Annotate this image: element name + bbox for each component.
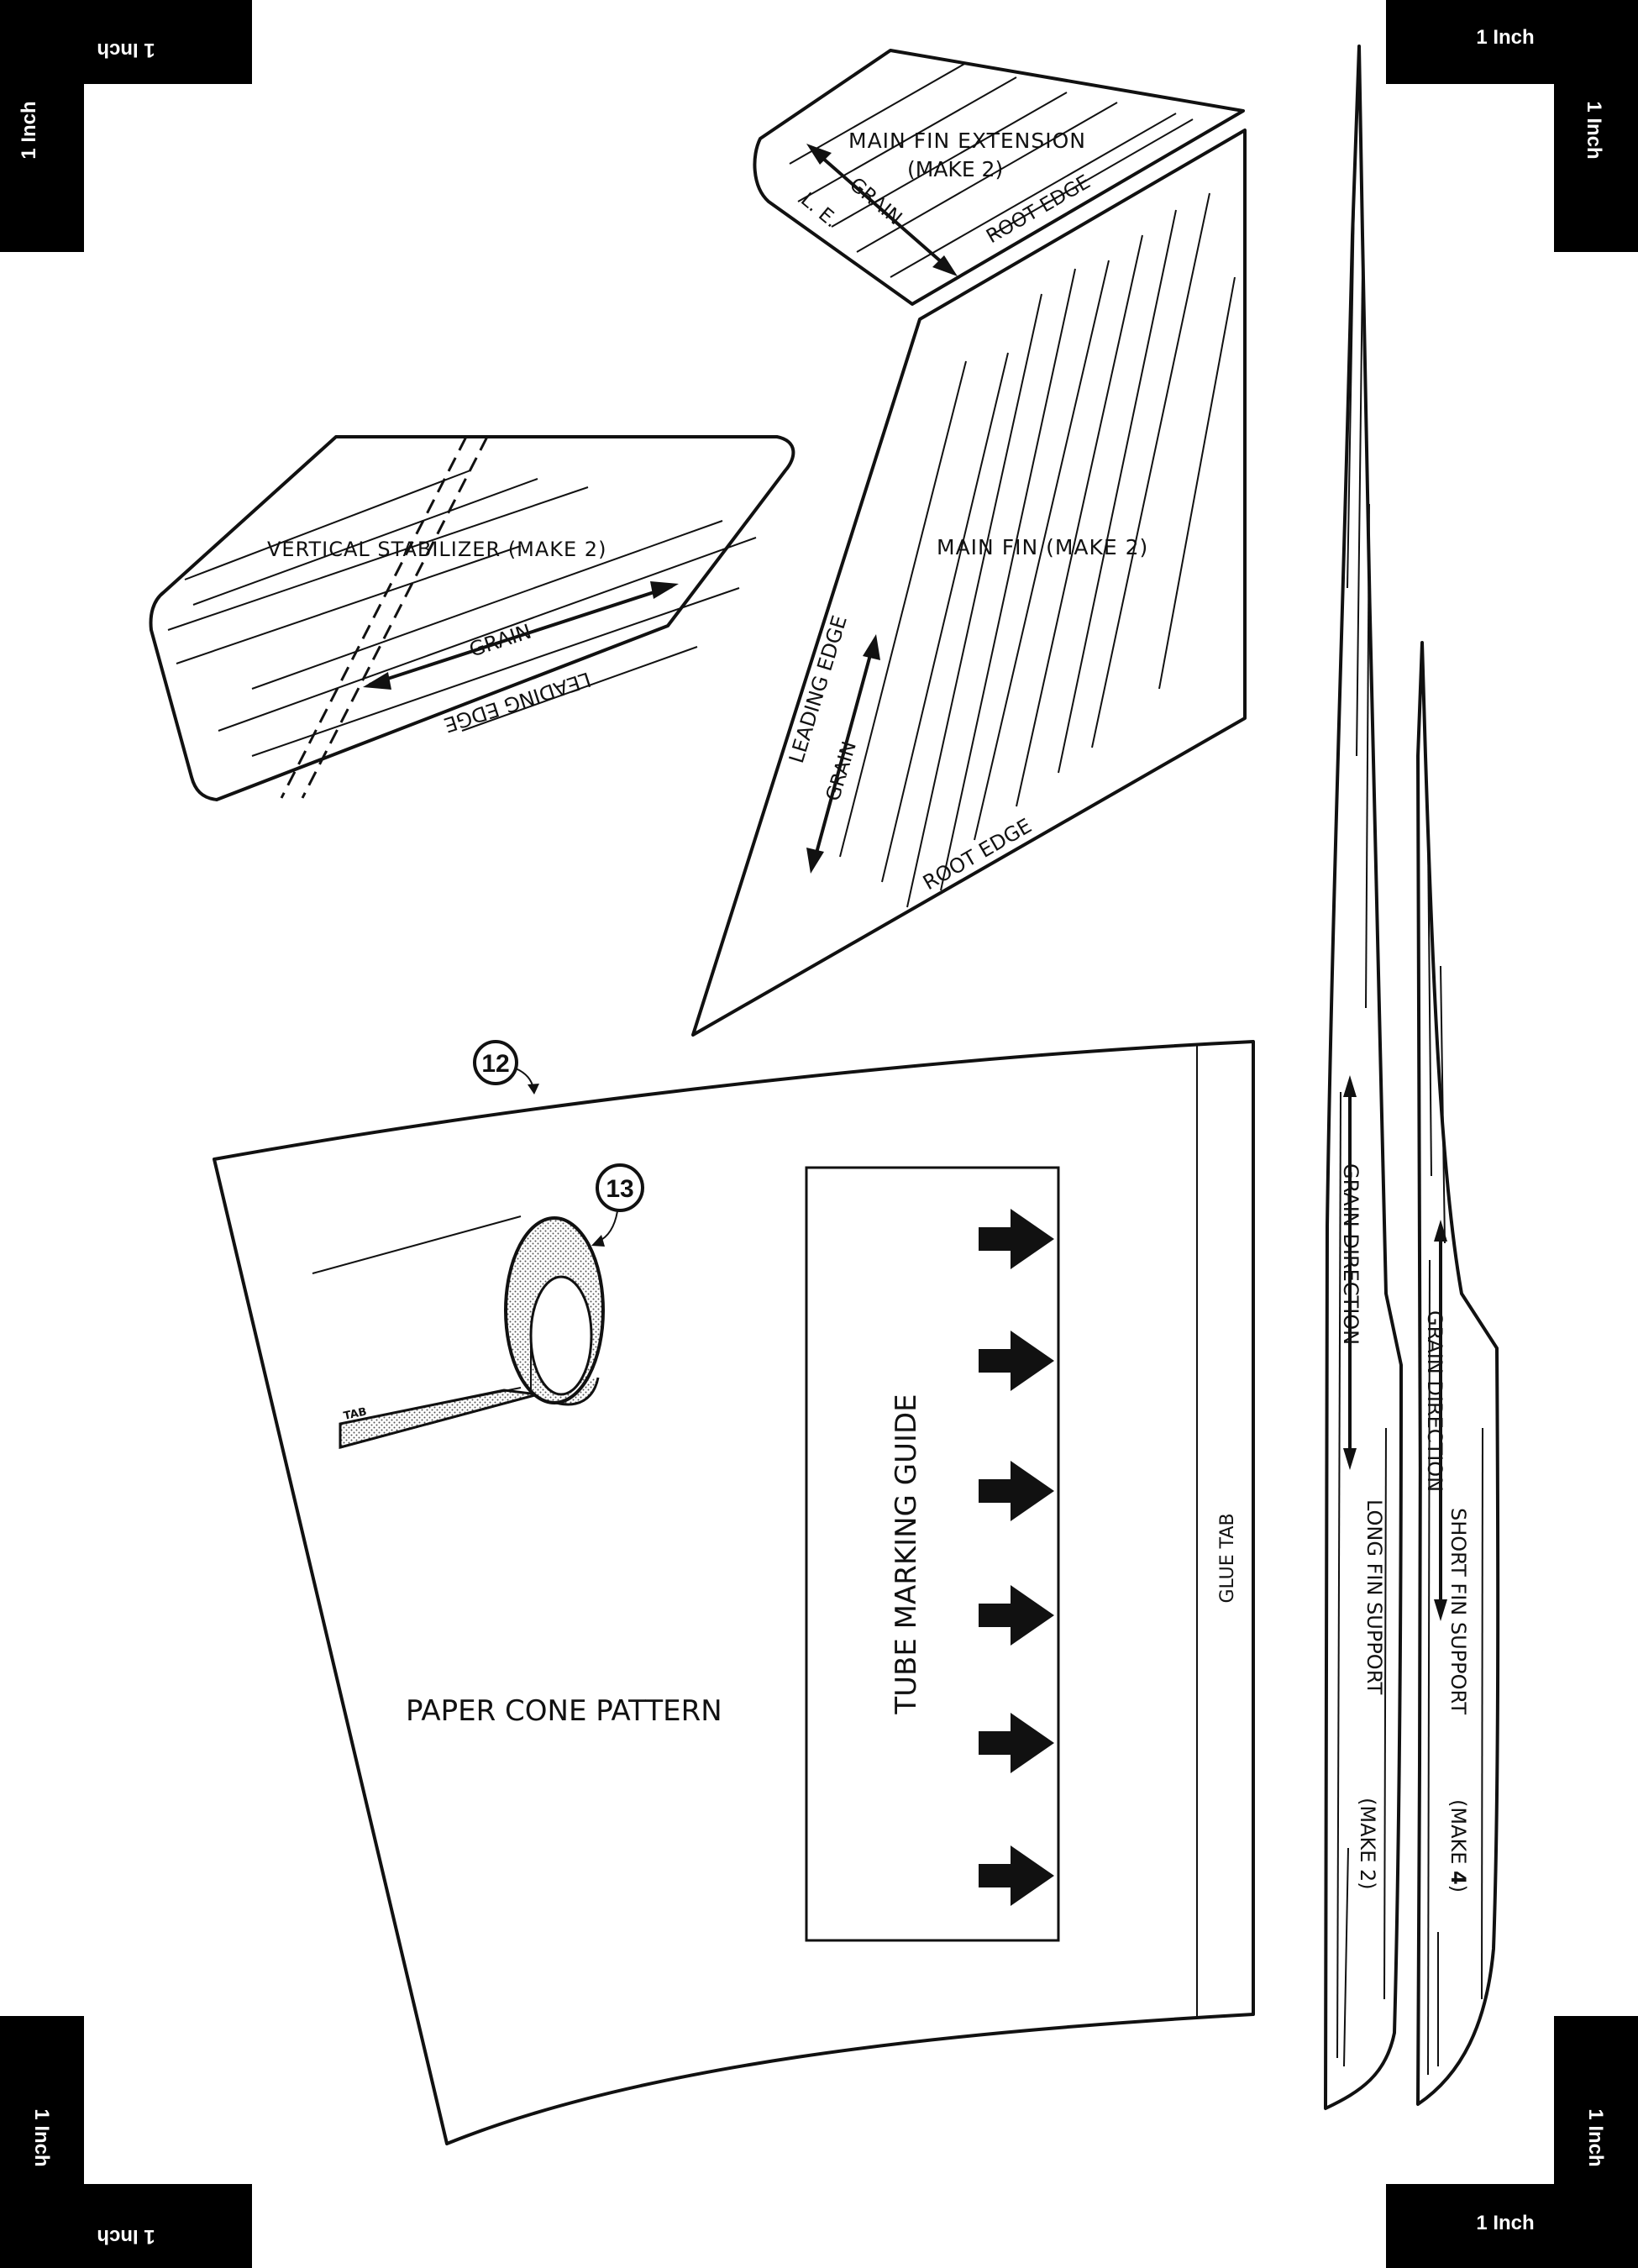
grain-arrow	[806, 144, 958, 276]
short-fin-support-grain: GRAIN DIRECTION	[1423, 1310, 1446, 1492]
main-fin-extension-qty: (MAKE 2)	[907, 157, 1003, 181]
short-fin-support-qty: (MAKE 4)	[1446, 1799, 1470, 1893]
main-fin-outline	[691, 129, 1247, 1037]
tube-marking-guide-label: TUBE MARKING GUIDE	[890, 1394, 923, 1714]
short-fin-support-name: SHORT FIN SUPPORT	[1446, 1508, 1470, 1714]
grain-arrow	[806, 634, 880, 874]
rolled-tube-illustration: TAB	[312, 1215, 605, 1449]
arrow-icon	[979, 1713, 1054, 1773]
registration-mark-top-right: 1 Inch 1 Inch	[1386, 0, 1638, 252]
mark-label-side: 1 Inch	[1583, 101, 1605, 159]
glue-tab-label: GLUE TAB	[1217, 1513, 1238, 1603]
grain-lines	[839, 192, 1236, 908]
arrow-icon	[979, 1209, 1054, 1269]
main-fin-title: MAIN FIN (MAKE 2)	[937, 535, 1148, 559]
arrow-icon	[979, 1461, 1054, 1521]
vertical-stabilizer-pattern: VERTICAL STABILIZER (MAKE 2) GRAIN LEADI…	[149, 435, 795, 801]
tube-tab-label: TAB	[343, 1405, 368, 1422]
mark-label-top: 1 Inch	[1476, 26, 1534, 49]
vertical-stabilizer-title: VERTICAL STABILIZER (MAKE 2)	[267, 538, 606, 561]
long-fin-support-outline	[1324, 45, 1403, 2110]
arrow-icon	[979, 1585, 1054, 1646]
paper-cone-pattern: GLUE TAB 12 TAB	[213, 1040, 1255, 2145]
registration-mark-bottom-left: 1 Inch 1 Inch	[0, 2016, 252, 2268]
grain-arrow	[1343, 1075, 1357, 1470]
mark-label-bottom: 1 Inch	[97, 2225, 155, 2248]
short-fin-support-pattern: GRAIN DIRECTION SHORT FIN SUPPORT (MAKE …	[1416, 641, 1500, 2106]
arrow-icon	[979, 1845, 1054, 1906]
main-fin-extension-pattern: MAIN FIN EXTENSION (MAKE 2) GRAIN L. E. …	[753, 49, 1245, 306]
callout-13: 13	[591, 1163, 644, 1247]
tube-marking-guide-box	[805, 1166, 1060, 1942]
grain-lines	[167, 470, 757, 757]
long-fin-support-grain: GRAIN DIRECTION	[1339, 1163, 1362, 1345]
long-fin-support-qty: (MAKE 2)	[1356, 1798, 1379, 1890]
short-fin-support-qty-suffix: )	[1446, 1885, 1470, 1893]
dashed-cut-lines	[280, 436, 489, 799]
grain-arrow	[363, 581, 679, 690]
paper-cone-outline	[213, 1040, 1255, 2145]
mark-label-side: 1 Inch	[30, 2108, 53, 2166]
main-fin-extension-title: MAIN FIN EXTENSION	[848, 129, 1086, 153]
callout-12-number: 12	[481, 1050, 509, 1078]
registration-mark-bottom-right: 1 Inch 1 Inch	[1386, 2016, 1638, 2268]
grain-lines	[1336, 201, 1387, 2067]
short-fin-support-qty-prefix: (MAKE	[1446, 1799, 1470, 1871]
callout-12: 12	[473, 1040, 539, 1095]
grain-arrow	[1434, 1220, 1447, 1621]
short-fin-support-qty-num: 4	[1446, 1871, 1470, 1885]
mark-label-bottom: 1 Inch	[1476, 2212, 1534, 2234]
long-fin-support-pattern: GRAIN DIRECTION LONG FIN SUPPORT (MAKE 2…	[1324, 45, 1403, 2110]
registration-mark-top-left: 1 Inch 1 Inch	[0, 0, 252, 252]
grain-lines	[1427, 839, 1483, 2076]
arrow-icon	[979, 1331, 1054, 1391]
long-fin-support-name: LONG FIN SUPPORT	[1362, 1499, 1386, 1695]
mark-label-side: 1 Inch	[1584, 2108, 1607, 2166]
callout-13-number: 13	[606, 1175, 633, 1203]
mark-label-top: 1 Inch	[97, 39, 155, 61]
paper-cone-title: PAPER CONE PATTERN	[406, 1694, 722, 1728]
vertical-stabilizer-outline	[149, 435, 795, 801]
tube-marking-guide: TUBE MARKING GUIDE	[805, 1166, 1060, 1942]
mark-label-side: 1 Inch	[18, 101, 40, 159]
